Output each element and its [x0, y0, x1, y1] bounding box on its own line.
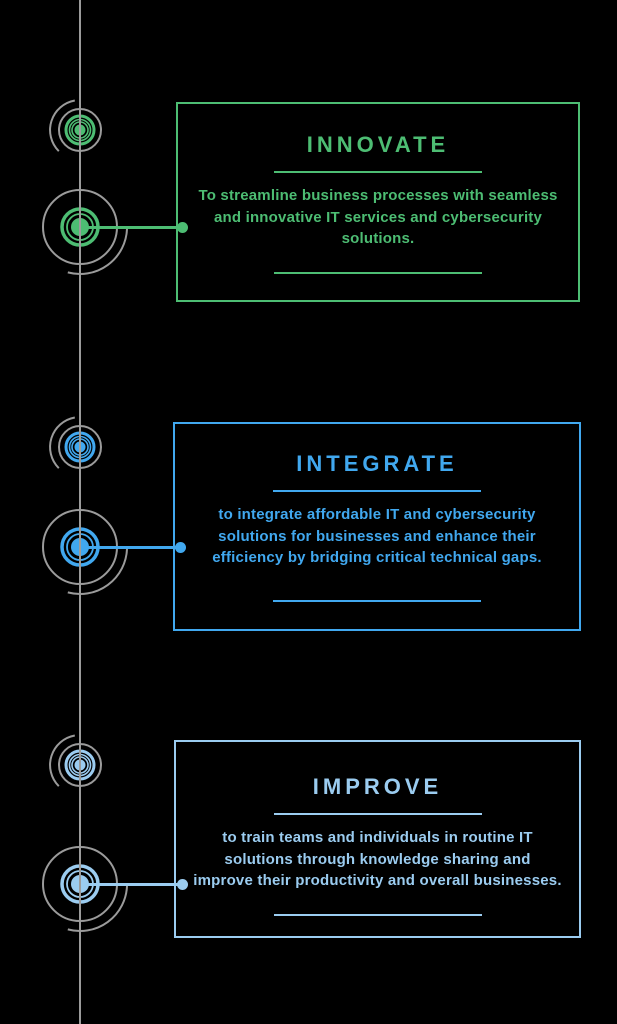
title-underline: [273, 813, 482, 815]
card-description: to train teams and individuals in routin…: [193, 829, 562, 889]
bottom-rule: [273, 914, 482, 916]
card-description: to integrate affordable IT and cybersecu…: [212, 506, 542, 566]
innovate-card: INNOVATE To streamline business processe…: [176, 102, 580, 302]
card-title: INTEGRATE: [296, 451, 458, 476]
card-title: IMPROVE: [312, 774, 443, 799]
connector-line: [80, 545, 181, 549]
card-description: To streamline business processes with se…: [198, 187, 558, 247]
connector-dot-icon: [175, 541, 186, 553]
title-underline: [273, 490, 481, 492]
title-underline: [274, 171, 482, 173]
connector-dot-icon: [177, 221, 188, 233]
connector-dot-icon: [177, 878, 188, 890]
bottom-rule: [274, 272, 482, 274]
bottom-rule: [273, 600, 481, 602]
card-title: INNOVATE: [306, 132, 450, 157]
integrate-card: INTEGRATE to integrate affordable IT and…: [173, 422, 581, 631]
timeline-axis: [79, 0, 81, 1024]
connector-line: [80, 225, 183, 229]
improve-card: IMPROVE to train teams and individuals i…: [174, 740, 581, 938]
connector-line: [80, 882, 183, 886]
